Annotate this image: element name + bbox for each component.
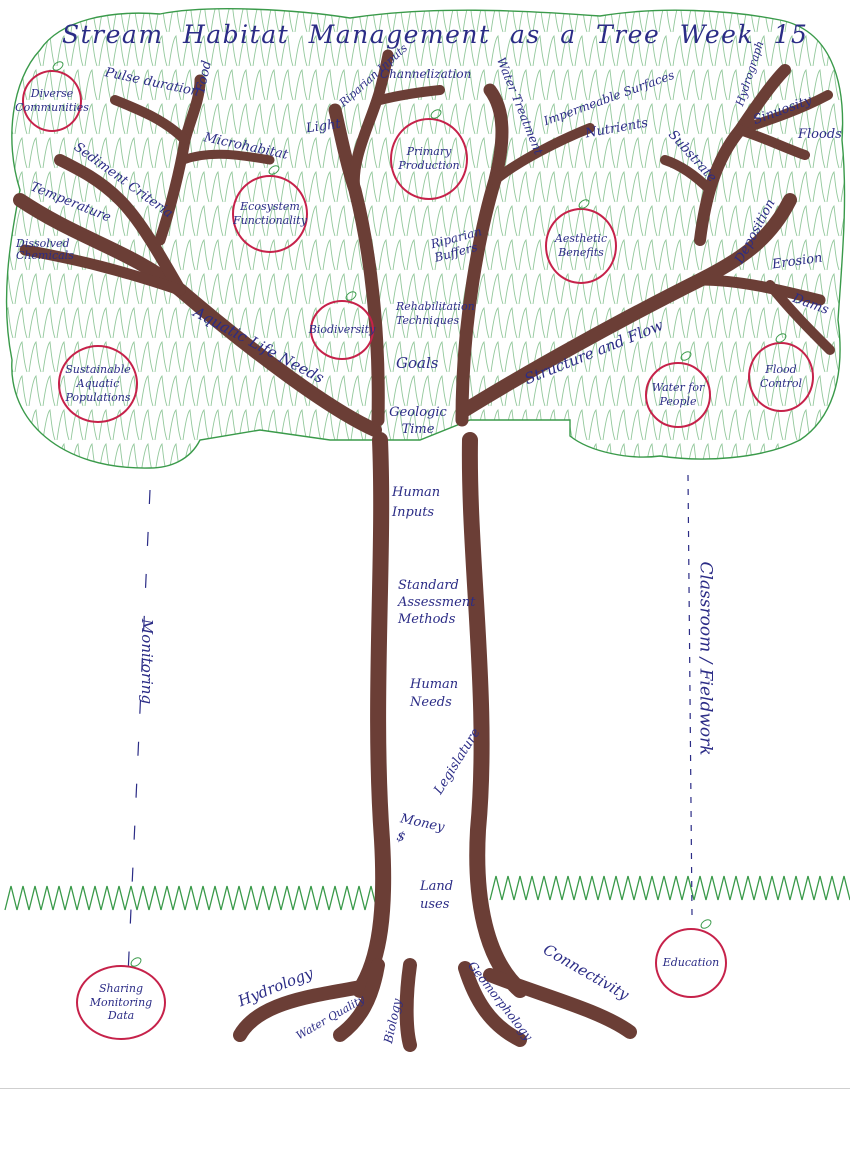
fruit-label: Diverse Communities [15,87,89,114]
fruit-education: Education [655,928,727,998]
label-geologic-time: Geologic Time [389,405,447,437]
page-title: Stream Habitat Management as a Tree Week… [62,20,809,49]
fruit-biodiversity: Biodiversity [308,300,376,360]
label-land-uses: Land uses [420,879,454,913]
label-human-inputs: Human Inputs [392,485,441,520]
label-floods: Floods [798,127,842,142]
trunk [13,49,835,1052]
label-rehabilitation-techniques: Rehabilitation Techniques [396,300,475,327]
grass-line-right [489,875,850,901]
label-monitoring: Monitoring [138,618,157,705]
grass-line [4,885,390,911]
fruit-label: Ecosystem Functionality [233,200,307,227]
classroom-dashed-line [687,474,693,916]
label-channelization: Channelization [380,67,472,81]
fruit-label: Flood Control [760,363,802,390]
fruit-aesthetic-benefits: Aesthetic Benefits [545,208,617,284]
fruit-sharing-monitoring-data: Sharing Monitoring Data [76,965,166,1040]
fruit-ecosystem-functionality: Ecosystem Functionality [232,175,308,253]
page-bottom-margin [0,1088,850,1170]
fruit-sustainable-aquatic-populations: Sustainable Aquatic Populations [58,345,138,423]
fruit-flood-control: Flood Control [748,342,814,412]
fruit-diverse-communities: Diverse Communities [15,70,89,132]
canopy [5,8,846,469]
fruit-label: Sustainable Aquatic Populations [65,363,131,404]
fruit-label: Primary Production [398,145,460,172]
fruit-label: Education [662,956,720,970]
fruit-label: Water for People [651,381,705,408]
fruit-label: Aesthetic Benefits [554,232,608,259]
label-human-needs: Human Needs [410,677,459,711]
fruit-primary-production: Primary Production [390,118,468,200]
label-standard-assessment-methods: Standard Assessment Methods [398,578,476,627]
label-classroom-fieldwork: Classroom / Fieldwork [695,561,716,756]
label-dissolved-chemicals: Dissolved Chemicals [16,237,74,263]
fruit-water-for-people: Water for People [645,362,711,428]
label-goals: Goals [396,354,439,372]
fruit-label: Sharing Monitoring Data [89,981,153,1023]
fruit-label: Biodiversity [308,323,376,337]
